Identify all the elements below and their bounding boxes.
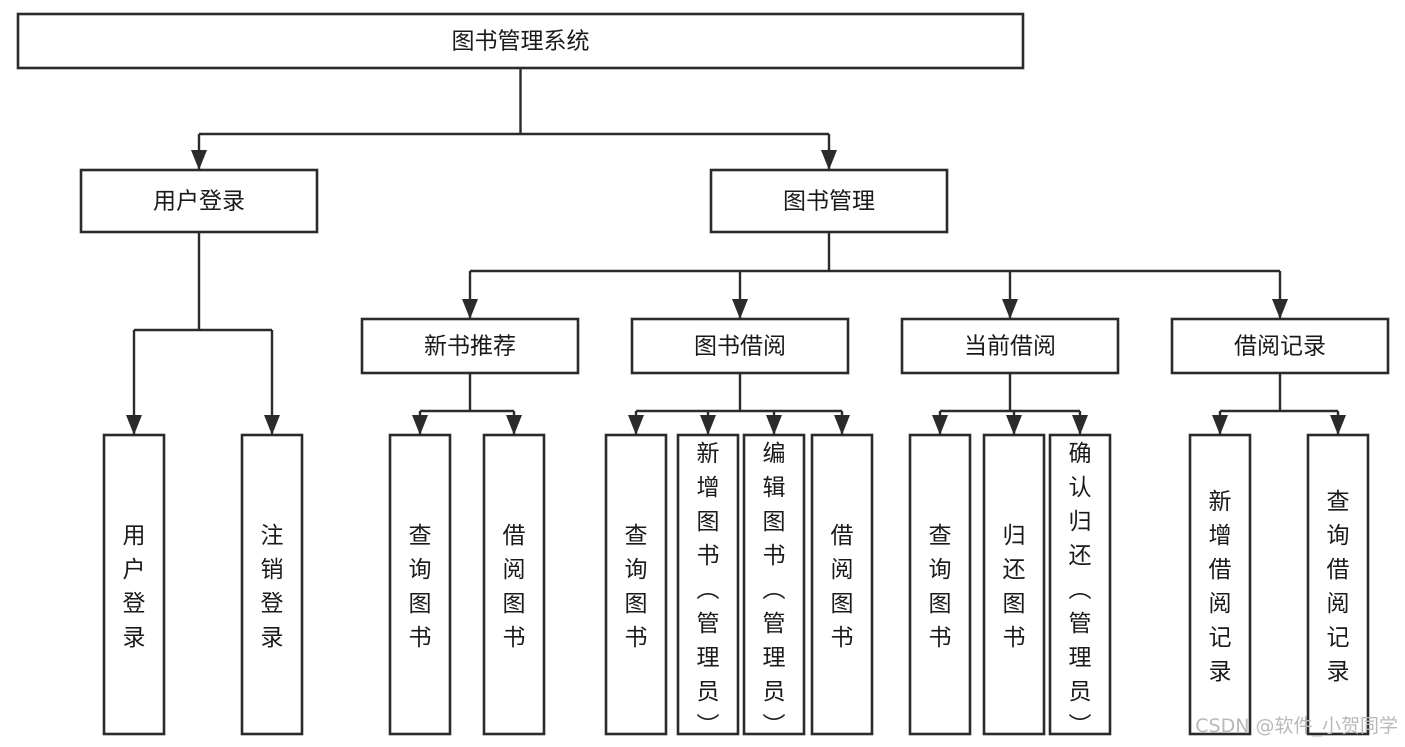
arrow-level2-1 <box>732 299 748 319</box>
connectors-layer <box>126 68 1346 435</box>
arrow-level2-2 <box>1002 299 1018 319</box>
node-book-borrow[interactable]: 图书借阅 <box>630 317 850 375</box>
node-leaf-user-logout-label: 注销登录 <box>261 523 284 651</box>
node-current-borrow[interactable]: 当前借阅 <box>900 317 1120 375</box>
arrow-current-borrow-0 <box>932 415 948 435</box>
node-leaf-return-book-label: 归还图书 <box>1003 523 1026 651</box>
arrow-borrow-record-0 <box>1212 415 1228 435</box>
arrow-current-borrow-2 <box>1072 415 1088 435</box>
node-current-borrow-rect[interactable] <box>900 317 1120 375</box>
node-book-manage-rect[interactable] <box>709 168 949 234</box>
arrow-book-borrow-1 <box>700 415 716 435</box>
node-leaf-borrow-book-rec[interactable]: 借阅图书 <box>482 433 546 736</box>
node-root-root[interactable]: 图书管理系统 <box>16 12 1025 70</box>
node-leaf-add-borrow-record[interactable]: 新增借阅记录 <box>1188 433 1252 736</box>
node-user-login-label: 用户登录 <box>153 189 245 215</box>
arrow-level1-0 <box>191 150 207 170</box>
arrow-borrow-record-1 <box>1330 415 1346 435</box>
arrow-new-book-recommend-0 <box>412 415 428 435</box>
node-user-login[interactable]: 用户登录 <box>79 168 319 234</box>
arrow-book-borrow-2 <box>766 415 782 435</box>
csdn-watermark: CSDN @软件_小贺同学 <box>1195 715 1398 737</box>
node-leaf-query-book-borrow-rect[interactable] <box>604 433 668 736</box>
arrow-level1-1 <box>821 150 837 170</box>
boxes-layer: 图书管理系统用户登录图书管理新书推荐图书借阅当前借阅借阅记录用户登录注销登录查询… <box>16 12 1390 739</box>
node-leaf-add-book-admin[interactable]: 新增图书︵管理员︶ <box>676 433 740 739</box>
node-book-manage[interactable]: 图书管理 <box>709 168 949 234</box>
node-leaf-query-book-current[interactable]: 查询图书 <box>908 433 972 736</box>
node-new-book-recommend-label: 新书推荐 <box>424 334 516 360</box>
node-leaf-query-borrow-record-rect[interactable] <box>1306 433 1370 736</box>
node-leaf-add-book-admin-label: 新增图书︵管理员︶ <box>697 441 720 739</box>
node-leaf-user-login-rect[interactable] <box>102 433 166 736</box>
node-borrow-record-label: 借阅记录 <box>1234 334 1326 360</box>
arrow-user-login-1 <box>264 415 280 435</box>
node-leaf-add-book-admin-rect[interactable] <box>676 433 740 736</box>
node-leaf-borrow-book-rec-rect[interactable] <box>482 433 546 736</box>
node-leaf-user-logout-rect[interactable] <box>240 433 304 736</box>
node-current-borrow-label: 当前借阅 <box>964 334 1056 360</box>
node-leaf-query-borrow-record-label: 查询借阅记录 <box>1327 489 1350 685</box>
node-new-book-recommend[interactable]: 新书推荐 <box>360 317 580 375</box>
node-leaf-query-book-current-rect[interactable] <box>908 433 972 736</box>
node-leaf-user-login[interactable]: 用户登录 <box>102 433 166 736</box>
arrow-book-borrow-0 <box>628 415 644 435</box>
node-user-login-rect[interactable] <box>79 168 319 234</box>
node-leaf-return-book[interactable]: 归还图书 <box>982 433 1046 736</box>
arrow-level2-3 <box>1272 299 1288 319</box>
arrow-level2-0 <box>462 299 478 319</box>
node-leaf-borrow-book[interactable]: 借阅图书 <box>810 433 874 736</box>
node-leaf-query-book-rec-rect[interactable] <box>388 433 452 736</box>
node-leaf-user-logout[interactable]: 注销登录 <box>240 433 304 736</box>
node-leaf-borrow-book-rect[interactable] <box>810 433 874 736</box>
node-leaf-edit-book-admin-rect[interactable] <box>742 433 806 736</box>
node-leaf-borrow-book-label: 借阅图书 <box>831 523 854 651</box>
node-leaf-query-book-borrow[interactable]: 查询图书 <box>604 433 668 736</box>
node-book-manage-label: 图书管理 <box>783 189 875 215</box>
node-new-book-recommend-rect[interactable] <box>360 317 580 375</box>
node-leaf-confirm-return-admin-label: 确认归还︵管理员︶ <box>1069 441 1092 739</box>
node-root-root-rect[interactable] <box>16 12 1025 70</box>
node-leaf-borrow-book-rec-label: 借阅图书 <box>503 523 526 651</box>
node-root-root-label: 图书管理系统 <box>452 29 590 55</box>
node-leaf-query-book-rec[interactable]: 查询图书 <box>388 433 452 736</box>
node-book-borrow-label: 图书借阅 <box>694 334 786 360</box>
node-leaf-confirm-return-admin-rect[interactable] <box>1048 433 1112 736</box>
node-leaf-user-login-label: 用户登录 <box>123 523 146 651</box>
arrow-new-book-recommend-1 <box>506 415 522 435</box>
node-leaf-query-book-borrow-label: 查询图书 <box>625 523 648 651</box>
node-leaf-query-borrow-record[interactable]: 查询借阅记录 <box>1306 433 1370 736</box>
node-leaf-confirm-return-admin[interactable]: 确认归还︵管理员︶ <box>1048 433 1112 739</box>
node-leaf-edit-book-admin[interactable]: 编辑图书︵管理员︶ <box>742 433 806 739</box>
node-leaf-add-borrow-record-rect[interactable] <box>1188 433 1252 736</box>
node-borrow-record-rect[interactable] <box>1170 317 1390 375</box>
node-borrow-record[interactable]: 借阅记录 <box>1170 317 1390 375</box>
node-leaf-return-book-rect[interactable] <box>982 433 1046 736</box>
arrow-current-borrow-1 <box>1006 415 1022 435</box>
node-leaf-query-book-rec-label: 查询图书 <box>409 523 432 651</box>
node-leaf-query-book-current-label: 查询图书 <box>929 523 952 651</box>
node-leaf-edit-book-admin-label: 编辑图书︵管理员︶ <box>763 441 786 739</box>
arrow-user-login-0 <box>126 415 142 435</box>
node-leaf-add-borrow-record-label: 新增借阅记录 <box>1209 489 1232 685</box>
arrow-book-borrow-3 <box>834 415 850 435</box>
node-book-borrow-rect[interactable] <box>630 317 850 375</box>
